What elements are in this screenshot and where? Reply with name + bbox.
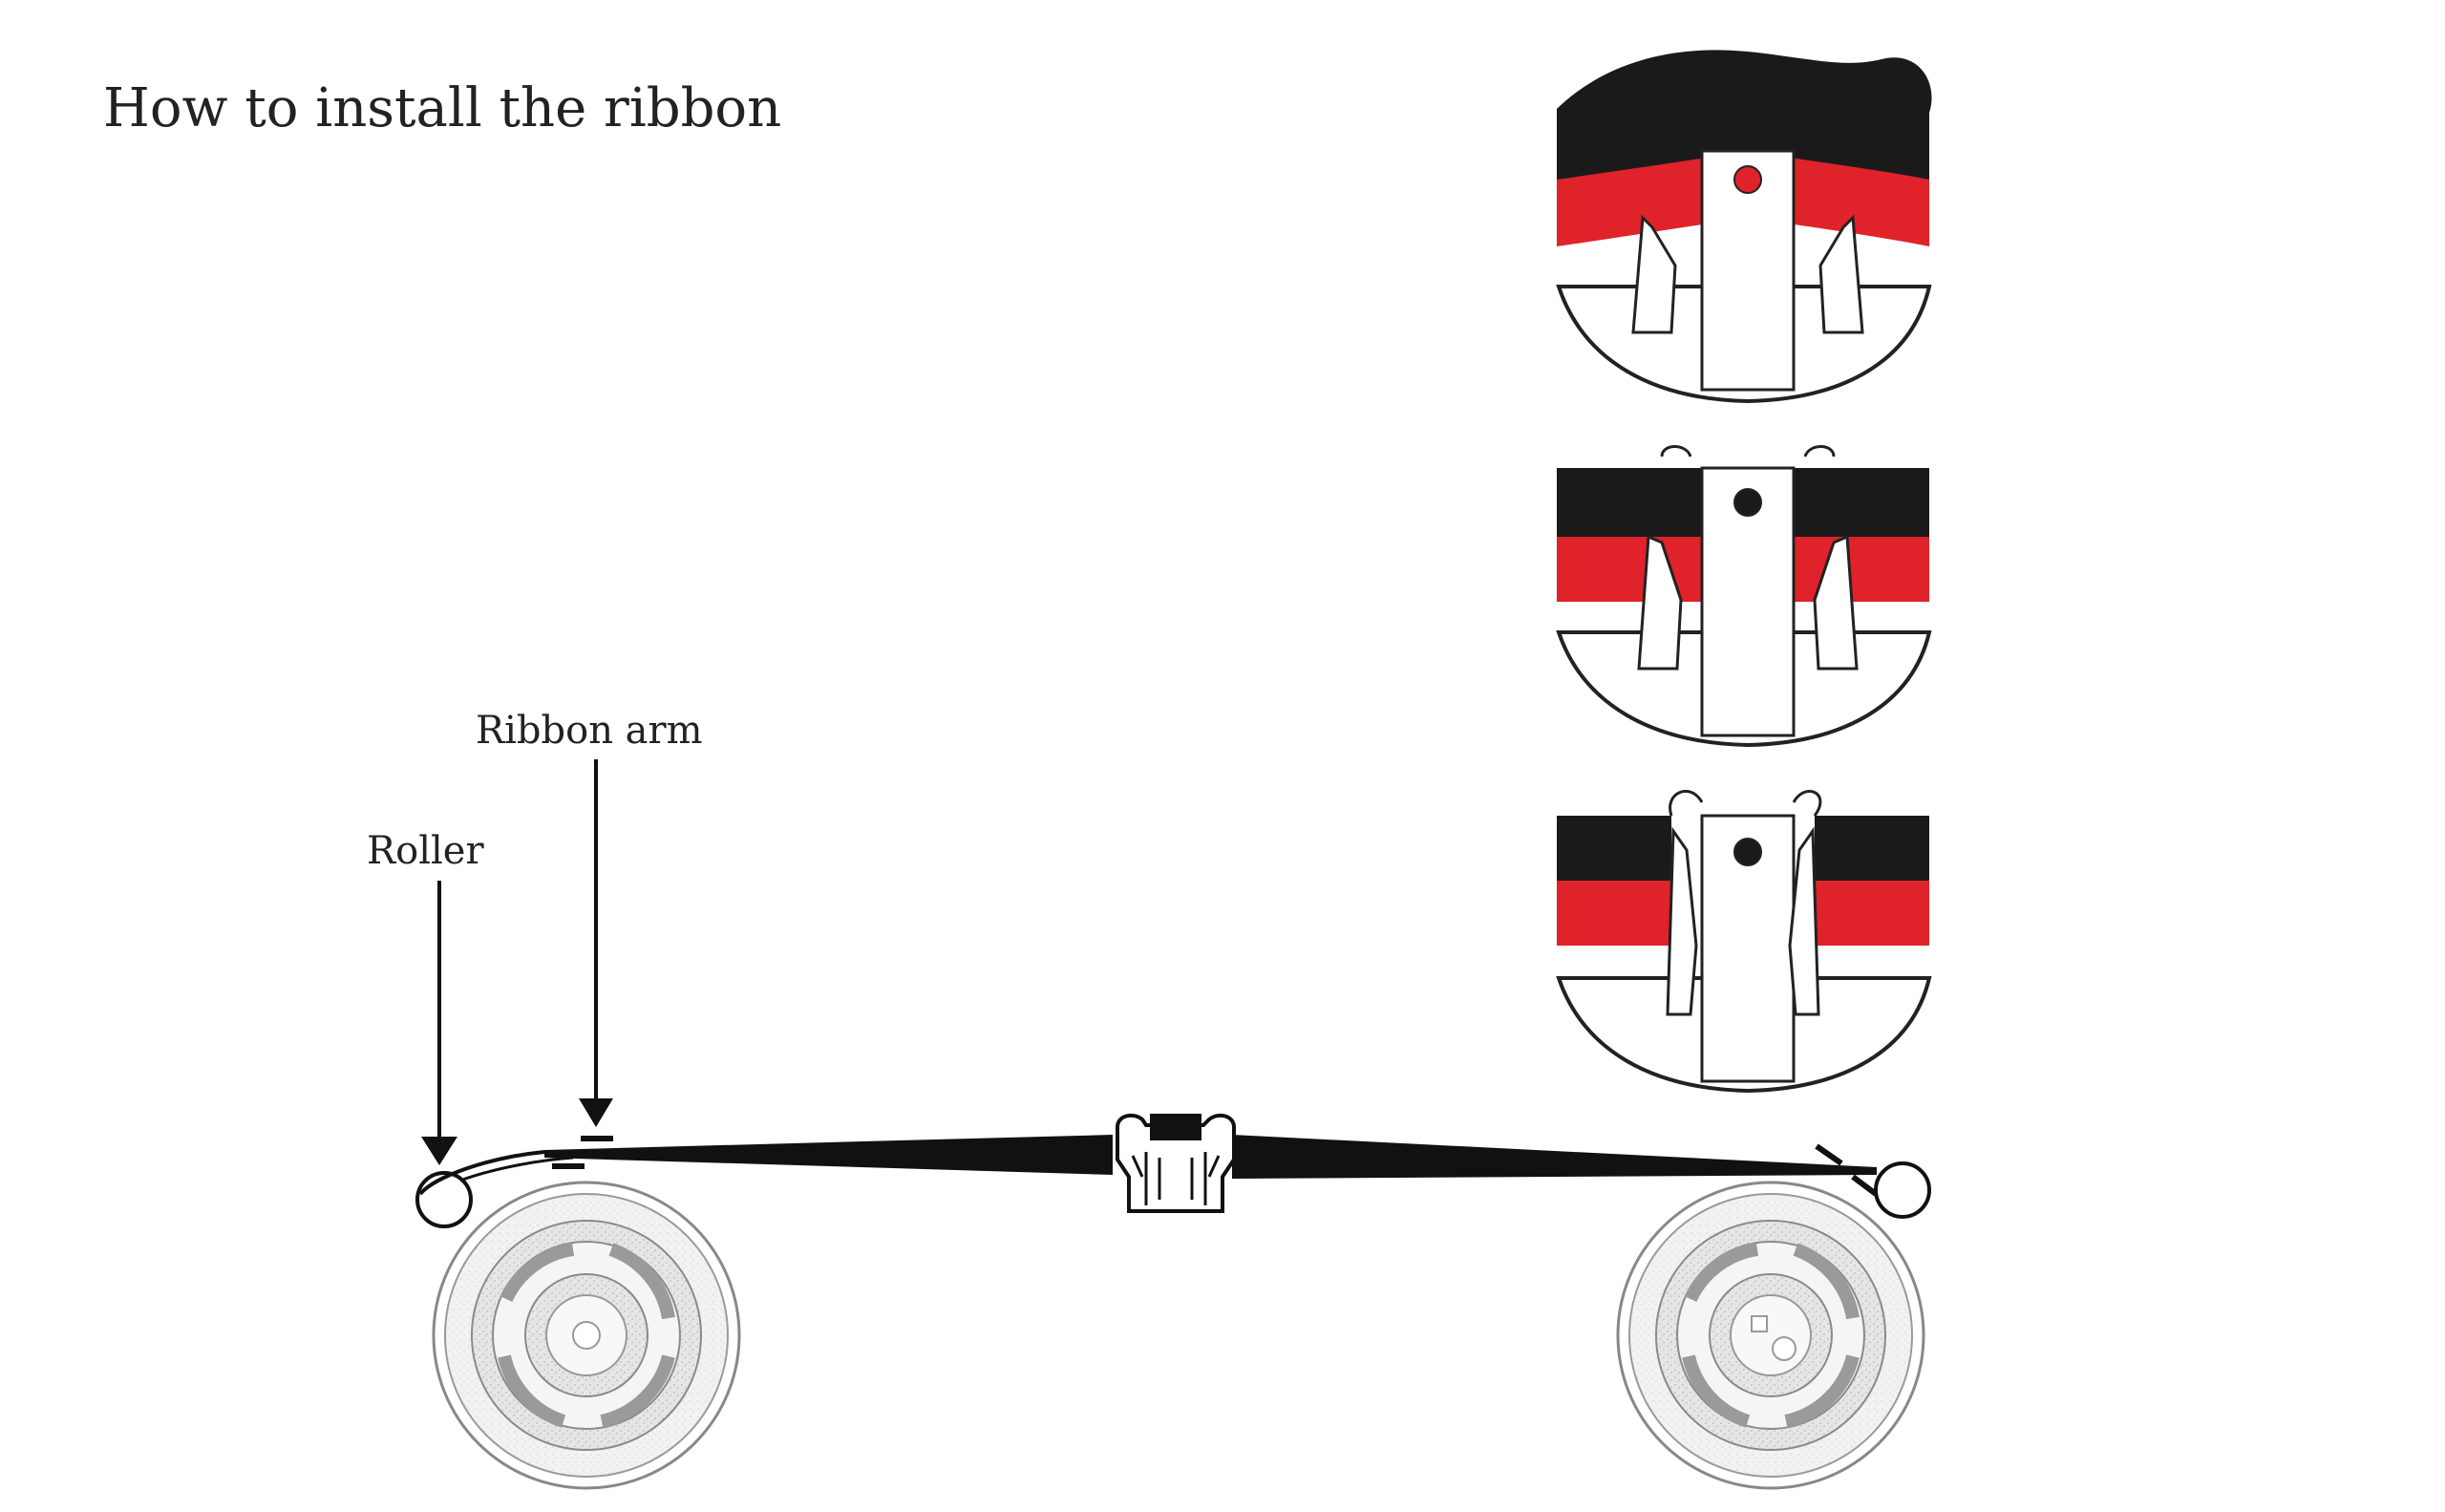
ribbon-arm-arrow: [579, 759, 613, 1127]
roller-arrow: [421, 881, 457, 1165]
roller-label: Roller: [367, 829, 484, 873]
ribbon-vibrator-center: [1116, 1113, 1236, 1213]
right-roller: [1874, 1161, 1931, 1219]
step-2-ribbon-pressed: [1556, 445, 1932, 748]
step-3-ribbon-seated: [1556, 790, 1932, 1094]
ribbon-arm-right: [1815, 1143, 1878, 1197]
left-spool: [432, 1181, 741, 1490]
ribbon-path: [418, 1135, 1877, 1196]
step-1-ribbon-curved: [1556, 50, 1932, 404]
ribbon-arm-label: Ribbon arm: [476, 709, 703, 753]
ribbon-arm-left: [552, 1136, 613, 1169]
right-spool: [1616, 1181, 1925, 1490]
page-title: How to install the ribbon: [103, 77, 781, 139]
